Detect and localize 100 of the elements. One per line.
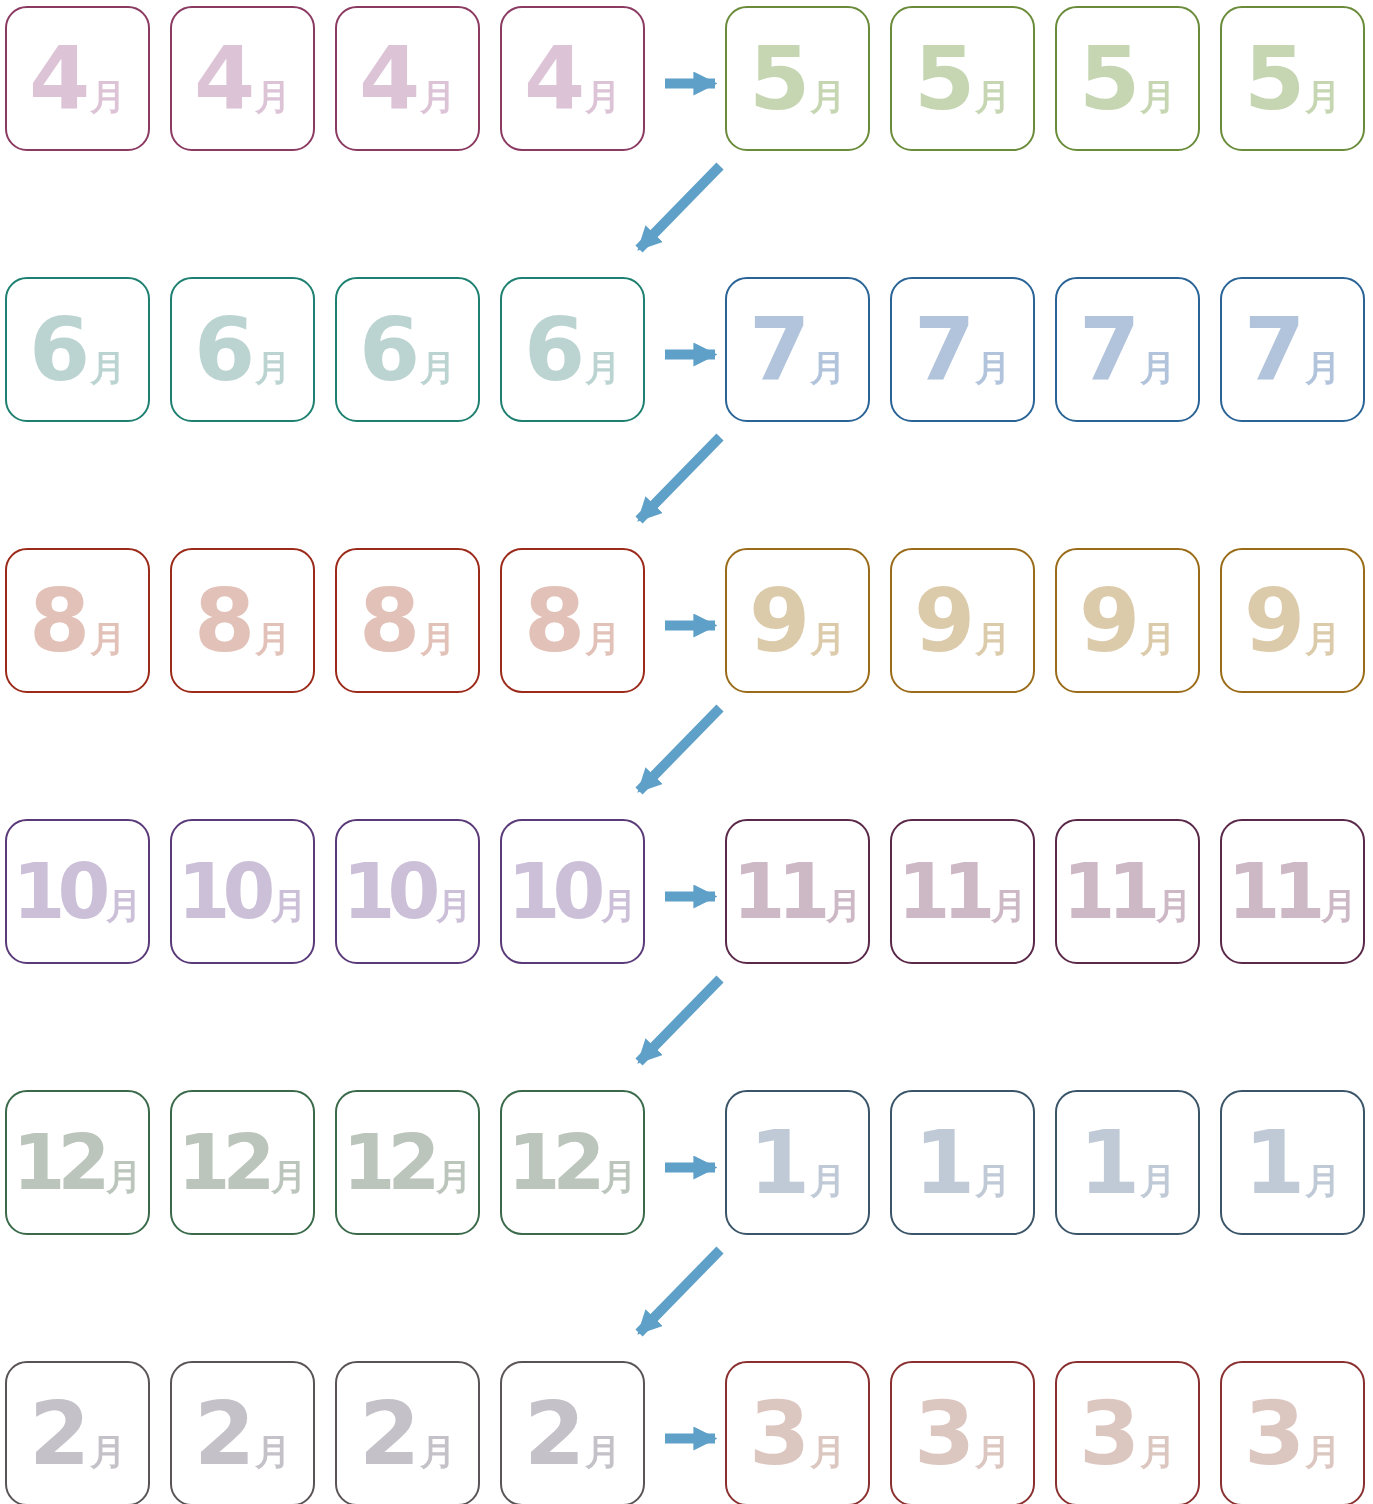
month-label: 4月 [193, 34, 292, 123]
month-label: 2月 [193, 1389, 292, 1478]
month-box [335, 1090, 480, 1235]
month-box [170, 819, 315, 964]
month-box [5, 1361, 150, 1504]
month-label: 12月 [177, 1124, 308, 1201]
month-box [890, 6, 1035, 151]
month-box [335, 277, 480, 422]
month-box [1220, 548, 1365, 693]
month-box [170, 1090, 315, 1235]
month-box [1220, 6, 1365, 151]
month-label: 12月 [342, 1124, 473, 1201]
month-label: 10月 [342, 853, 473, 930]
month-box [170, 6, 315, 151]
month-box [1055, 6, 1200, 151]
month-label: 6月 [28, 305, 127, 394]
arrow [665, 71, 718, 96]
month-label: 8月 [193, 576, 292, 665]
month-box [5, 548, 150, 693]
month-box [1055, 277, 1200, 422]
month-box [5, 6, 150, 151]
month-box [725, 1090, 870, 1235]
month-box [725, 548, 870, 693]
month-label: 3月 [748, 1389, 847, 1478]
month-label: 2月 [28, 1389, 127, 1478]
month-label: 5月 [1243, 34, 1342, 123]
month-label: 11月 [732, 853, 863, 930]
arrow [665, 884, 718, 909]
month-label: 8月 [358, 576, 457, 665]
month-label: 1月 [748, 1118, 847, 1207]
month-label: 6月 [358, 305, 457, 394]
month-box [500, 1090, 645, 1235]
month-label: 1月 [913, 1118, 1012, 1207]
month-box [335, 1361, 480, 1504]
month-label: 4月 [28, 34, 127, 123]
month-box [170, 277, 315, 422]
month-label: 11月 [897, 853, 1028, 930]
month-box [335, 6, 480, 151]
month-label: 12月 [507, 1124, 638, 1201]
month-label: 12月 [12, 1124, 143, 1201]
month-label: 4月 [358, 34, 457, 123]
month-label: 5月 [748, 34, 847, 123]
arrow [665, 613, 718, 638]
month-box [725, 819, 870, 964]
arrow [665, 342, 718, 367]
month-box [5, 819, 150, 964]
month-box [1220, 819, 1365, 964]
month-label: 4月 [523, 34, 622, 123]
month-label: 7月 [1078, 305, 1177, 394]
month-label: 1月 [1078, 1118, 1177, 1207]
month-box [890, 277, 1035, 422]
arrow [635, 704, 724, 795]
month-label: 2月 [358, 1389, 457, 1478]
month-label: 11月 [1227, 853, 1358, 930]
month-box [890, 1090, 1035, 1235]
month-box [170, 1361, 315, 1504]
month-label: 3月 [1243, 1389, 1342, 1478]
month-box [725, 6, 870, 151]
month-box [1220, 277, 1365, 422]
month-box [1055, 1090, 1200, 1235]
arrow [635, 975, 724, 1066]
arrow [665, 1155, 718, 1180]
month-box [1055, 1361, 1200, 1504]
month-label: 10月 [507, 853, 638, 930]
arrow [665, 1426, 718, 1451]
month-label: 2月 [523, 1389, 622, 1478]
month-box [500, 1361, 645, 1504]
month-label: 5月 [913, 34, 1012, 123]
month-box [725, 1361, 870, 1504]
month-box [890, 1361, 1035, 1504]
month-label: 3月 [1078, 1389, 1177, 1478]
month-box [1055, 548, 1200, 693]
month-box [1220, 1361, 1365, 1504]
month-box [335, 548, 480, 693]
month-label: 6月 [523, 305, 622, 394]
month-box [5, 277, 150, 422]
month-box [500, 277, 645, 422]
month-label: 10月 [177, 853, 308, 930]
month-label: 1月 [1243, 1118, 1342, 1207]
month-label: 7月 [1243, 305, 1342, 394]
month-box [890, 819, 1035, 964]
month-label: 9月 [913, 576, 1012, 665]
month-box [890, 548, 1035, 693]
arrow [635, 433, 724, 524]
month-label: 9月 [1243, 576, 1342, 665]
month-box [170, 548, 315, 693]
month-box [1220, 1090, 1365, 1235]
month-label: 11月 [1062, 853, 1193, 930]
month-label: 8月 [523, 576, 622, 665]
month-box [500, 6, 645, 151]
month-label: 7月 [913, 305, 1012, 394]
month-label: 9月 [1078, 576, 1177, 665]
month-label: 6月 [193, 305, 292, 394]
month-label: 9月 [748, 576, 847, 665]
month-label: 3月 [913, 1389, 1012, 1478]
month-label: 5月 [1078, 34, 1177, 123]
month-label: 8月 [28, 576, 127, 665]
month-box [725, 277, 870, 422]
month-box [500, 819, 645, 964]
month-box [1055, 819, 1200, 964]
